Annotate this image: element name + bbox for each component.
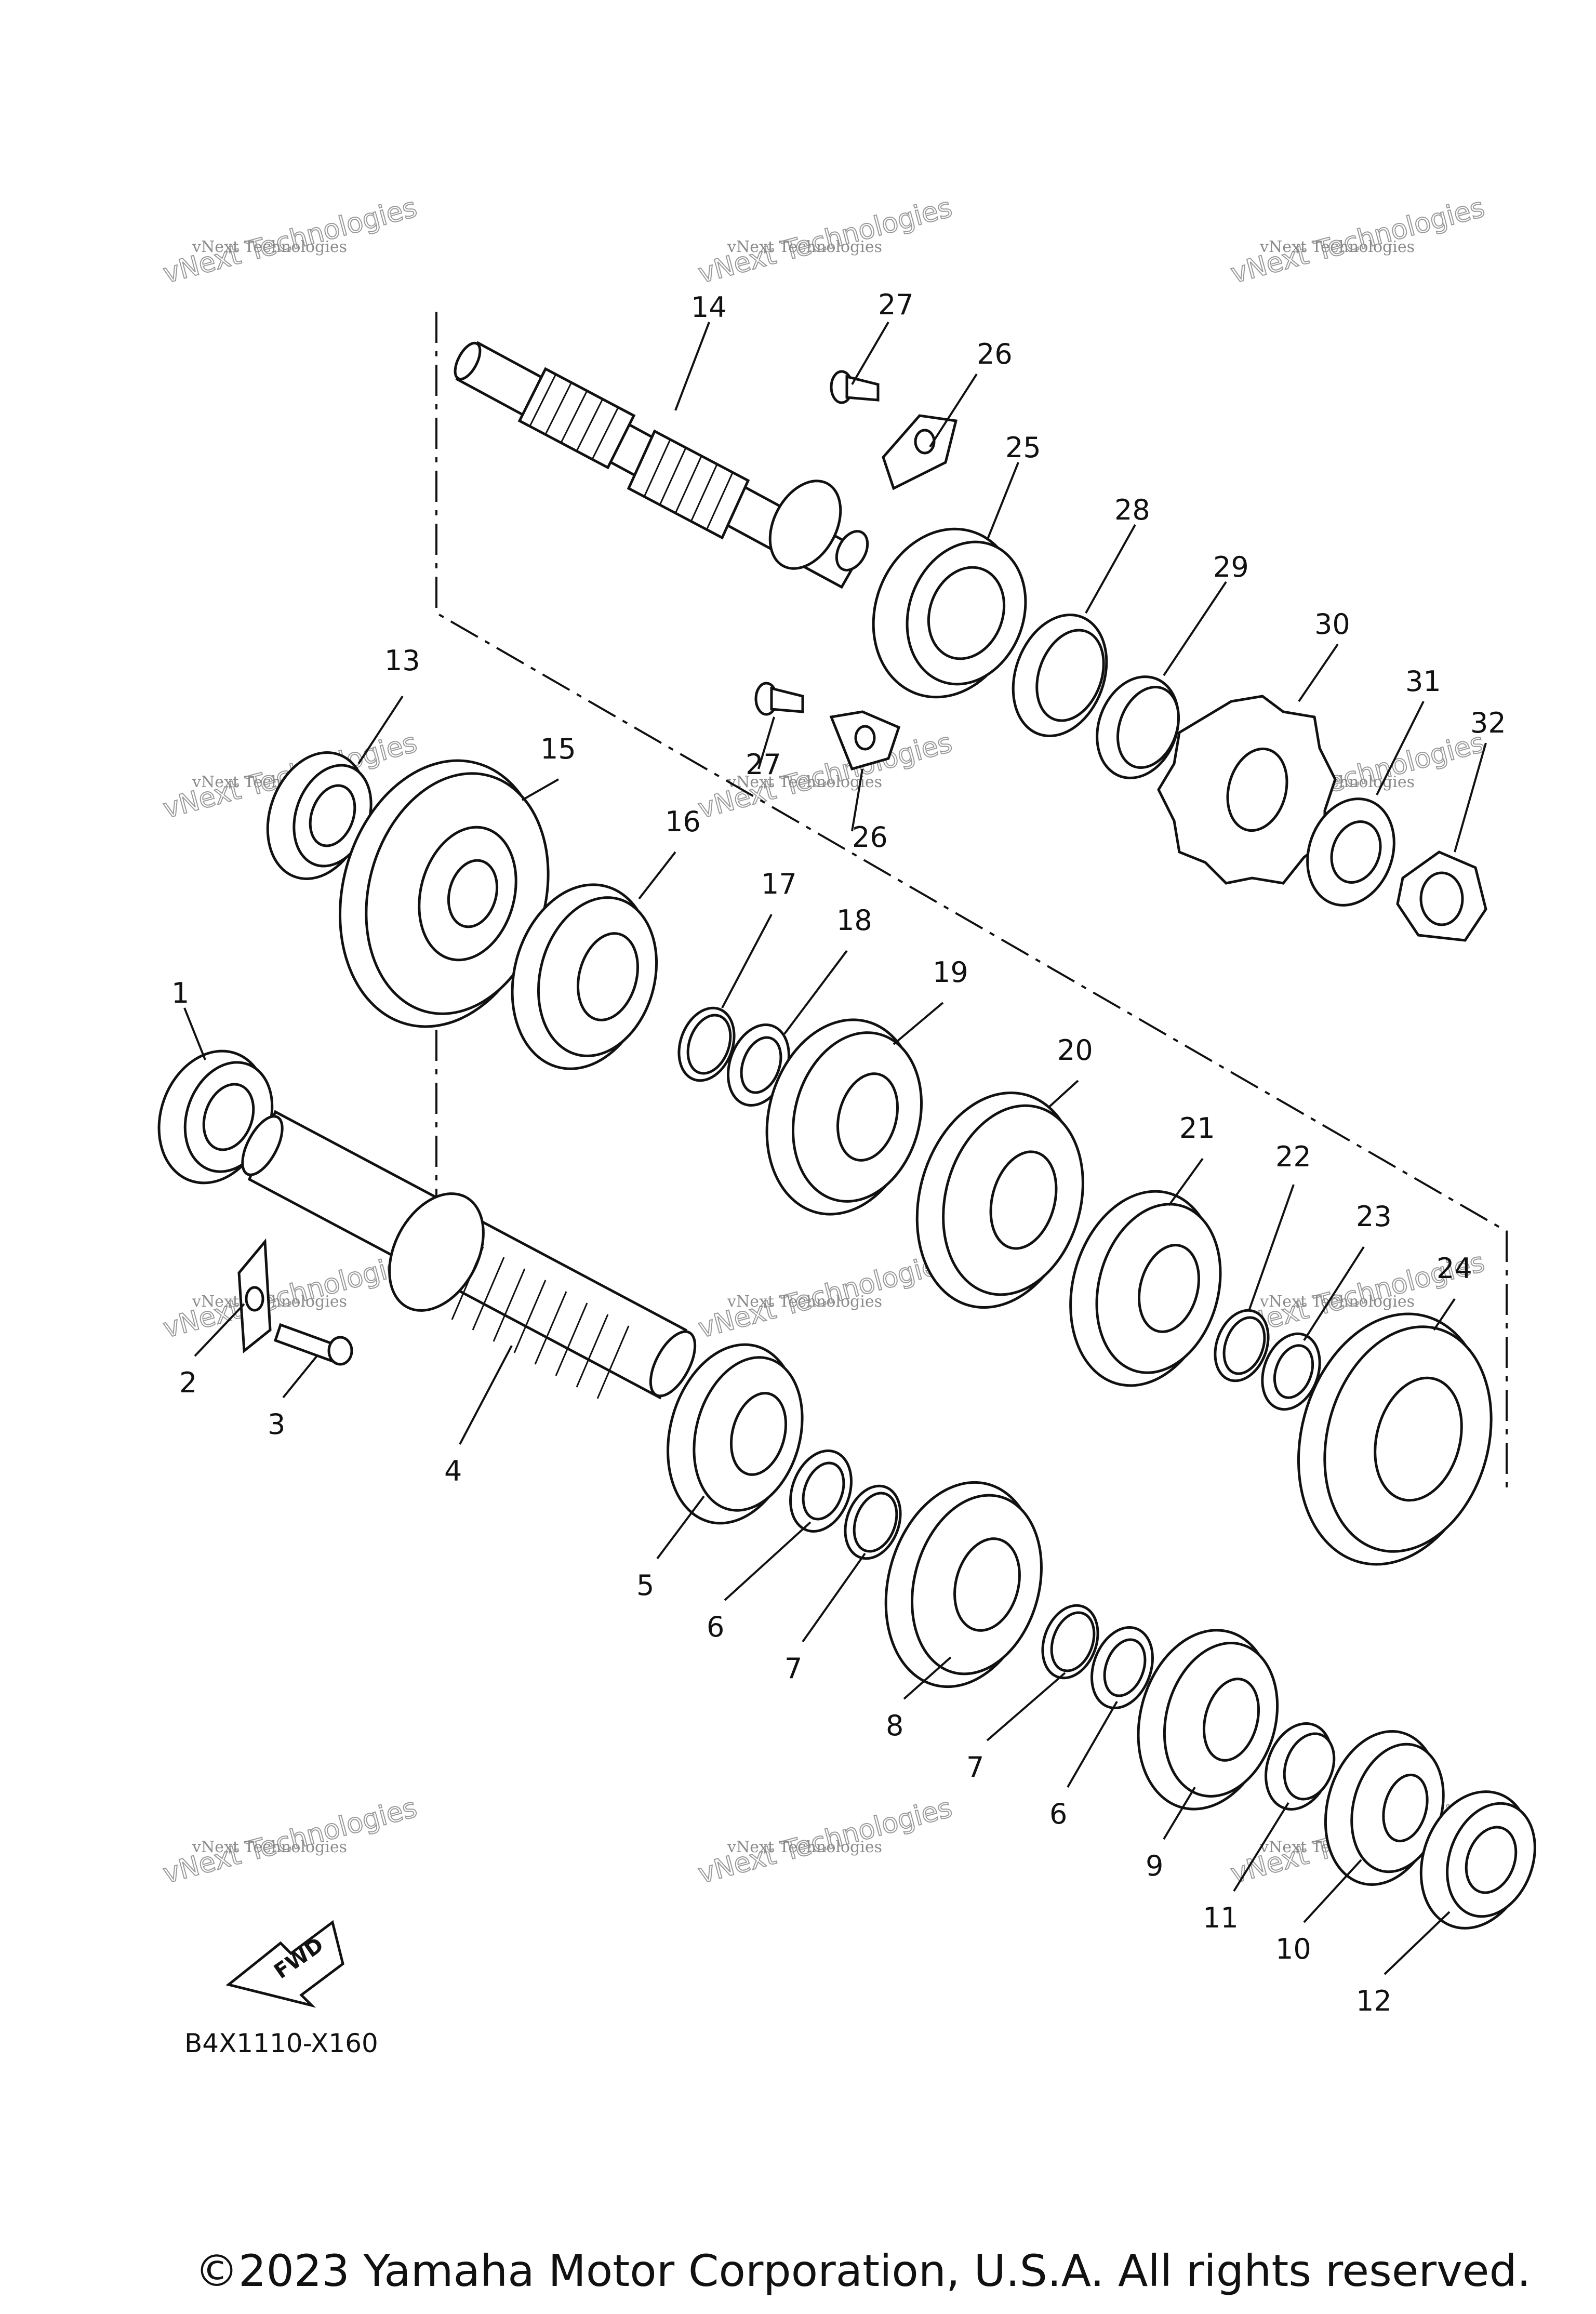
gear-16 <box>511 883 658 1070</box>
bearing-13 <box>266 751 373 880</box>
washer-6-upper <box>789 1449 853 1533</box>
main-axle-shaft <box>454 341 869 589</box>
fwd-arrow-icon: FWD <box>225 1920 344 2008</box>
circlip-17 <box>677 1006 736 1082</box>
screw-3 <box>273 1323 353 1366</box>
part-label: 28 <box>1114 494 1150 526</box>
circlip-7-upper <box>844 1484 902 1560</box>
svg-text:vNext Technologies: vNext Technologies <box>192 1838 347 1856</box>
part-label: 10 <box>1275 1933 1311 1965</box>
collar-29 <box>1096 675 1180 779</box>
lock-washer-31 <box>1306 797 1395 907</box>
part-label: 5 <box>636 1569 654 1602</box>
part-label: 20 <box>1057 1034 1093 1067</box>
oil-seal-28 <box>1012 614 1108 737</box>
part-label: 24 <box>1437 1252 1472 1285</box>
watermark: vNext Technologies vNext Technologies <box>695 727 956 826</box>
circlip-7-lower <box>1041 1604 1099 1680</box>
part-label: 14 <box>691 291 727 324</box>
part-label: 11 <box>1203 1901 1239 1934</box>
svg-text:vNext Technologies: vNext Technologies <box>1259 238 1415 256</box>
copyright-notice: ©2023 Yamaha Motor Corporation, U.S.A. A… <box>195 2245 1531 2296</box>
washer-18 <box>727 1023 790 1107</box>
part-label: 29 <box>1213 551 1249 583</box>
circlip-22 <box>1214 1309 1270 1382</box>
bolt-27-upper <box>830 370 880 404</box>
part-label: 30 <box>1314 608 1350 641</box>
gear-21 <box>1069 1190 1222 1387</box>
part-label: 27 <box>878 288 914 321</box>
lock-plate-26-lower <box>829 710 901 771</box>
part-label: 27 <box>746 748 781 781</box>
part-label: 4 <box>444 1455 462 1487</box>
part-label: 15 <box>540 733 576 765</box>
svg-text:vNext Technologies: vNext Technologies <box>727 1293 882 1311</box>
part-label: 2 <box>179 1366 197 1399</box>
part-label: 13 <box>384 644 420 677</box>
watermark: vNext Technologies vNext Technologies <box>1227 192 1488 290</box>
leader-lines <box>183 321 1487 1975</box>
part-label: 17 <box>761 868 797 900</box>
diagram-code: B4X1110-X160 <box>184 2028 378 2058</box>
svg-text:vNext Technologies: vNext Technologies <box>727 238 882 256</box>
watermark: vNext Technologies vNext Technologies <box>695 1246 956 1345</box>
nut-32 <box>1396 850 1487 942</box>
part-label: 22 <box>1275 1140 1311 1173</box>
watermark: vNext Technologies vNext Technologies <box>159 192 421 290</box>
part-label: 31 <box>1405 665 1441 698</box>
part-label: 7 <box>784 1652 802 1685</box>
gear-24 <box>1297 1312 1493 1566</box>
needle-bearing-11 <box>1265 1722 1336 1811</box>
gear-10 <box>1324 1730 1445 1886</box>
gear-20 <box>915 1091 1084 1309</box>
svg-text:vNext Technologies: vNext Technologies <box>1259 1293 1415 1311</box>
part-label: 7 <box>966 1751 984 1784</box>
main-shaft-4 <box>241 1110 697 1400</box>
part-label: 21 <box>1179 1112 1215 1145</box>
part-label: 19 <box>933 956 968 989</box>
gear-5 <box>667 1343 804 1525</box>
part-label: 6 <box>707 1611 724 1643</box>
svg-text:vNext Technologies: vNext Technologies <box>727 773 882 791</box>
lock-plate-2 <box>237 1238 272 1353</box>
part-label: 6 <box>1049 1798 1067 1830</box>
watermark: vNext Technologies vNext Technologies <box>695 1792 956 1891</box>
svg-text:vNext Technologies: vNext Technologies <box>727 1838 882 1856</box>
gear-19 <box>765 1018 923 1216</box>
washer-23 <box>1261 1332 1321 1411</box>
part-label: 25 <box>1005 431 1041 464</box>
part-label: 16 <box>665 805 701 838</box>
part-label: 23 <box>1356 1200 1392 1233</box>
part-label: 32 <box>1470 707 1506 739</box>
part-label: 1 <box>171 977 189 1009</box>
bearing-12 <box>1419 1790 1536 1930</box>
part-labels: 1 2 3 4 5 6 7 8 7 6 9 11 10 12 13 14 15 … <box>171 288 1506 2017</box>
part-label: 26 <box>852 821 888 854</box>
lock-plate-26-upper <box>882 414 958 490</box>
washer-6-lower <box>1090 1626 1154 1709</box>
bearing-1 <box>157 1049 274 1185</box>
bearing-25 <box>872 527 1027 699</box>
watermark: vNext Technologies vNext Technologies <box>159 1792 421 1891</box>
svg-text:vNext Technologies: vNext Technologies <box>192 238 347 256</box>
part-label: 3 <box>268 1408 285 1441</box>
part-label: 18 <box>836 904 872 937</box>
bolt-27-lower <box>754 682 804 716</box>
part-label: 8 <box>886 1709 903 1742</box>
part-label: 26 <box>977 338 1013 370</box>
gear-9 <box>1137 1629 1279 1811</box>
watermark: vNext Technologies vNext Technologies <box>695 192 956 290</box>
part-label: 9 <box>1146 1850 1163 1882</box>
gear-8 <box>884 1481 1043 1688</box>
part-label: 12 <box>1356 1985 1392 2017</box>
drive-sprocket-30 <box>1157 695 1337 885</box>
